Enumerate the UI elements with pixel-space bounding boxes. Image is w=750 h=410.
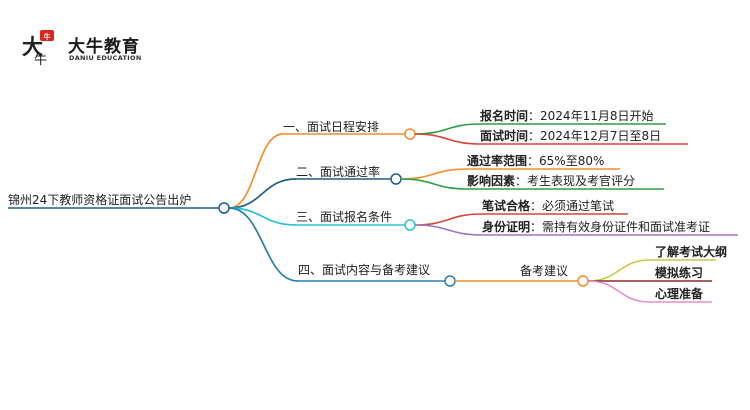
leaf-4-2: 模拟练习 xyxy=(655,266,704,280)
branch-4-label: 四、面试内容与备考建议 xyxy=(298,263,431,277)
leaf-1-2-curve xyxy=(414,133,481,145)
leaf-3-2: 身份证明：需持有效身份证件和面试准考证 xyxy=(482,220,711,234)
root-node xyxy=(218,202,230,214)
root-node-label: 锦州24下教师资格证面试公告出炉 xyxy=(8,193,192,207)
brand-name-en: DANIU EDUCATION xyxy=(69,54,142,62)
branch-1-label: 一、面试日程安排 xyxy=(283,120,380,134)
leaf-1-1-curve xyxy=(414,123,481,135)
leaf-2-1-curve xyxy=(400,168,468,180)
branch-3-node xyxy=(404,219,416,231)
leaf-4-3: 心理准备 xyxy=(655,287,704,301)
leaf-3-1: 笔试合格：必须通过笔试 xyxy=(482,199,615,213)
svg-text:牛: 牛 xyxy=(34,53,47,68)
branch-4-node xyxy=(444,275,456,287)
daniu-logo-icon: 牛 大 牛 xyxy=(22,30,54,68)
branch-2-label: 二、面试通过率 xyxy=(296,165,381,179)
sub-node-label: 备考建议 xyxy=(520,264,569,278)
branch-3-curve xyxy=(228,207,297,226)
leaf-2-2: 影响因素：考生表现及考官评分 xyxy=(467,174,636,188)
branch-2-node xyxy=(390,173,402,185)
leaf-2-1: 通过率范围：65%至80% xyxy=(467,154,605,168)
svg-text:牛: 牛 xyxy=(44,32,51,41)
leaf-4-1: 了解考试大纲 xyxy=(655,245,728,259)
svg-text:大: 大 xyxy=(22,34,43,59)
branch-1-curve xyxy=(228,133,284,209)
leaf-3-2-curve xyxy=(414,224,483,236)
branch-4-curve xyxy=(228,207,299,282)
leaf-4-3-curve xyxy=(587,280,651,303)
branch-1-node xyxy=(404,128,416,140)
brand-logo: 牛 大 牛 大牛教育 DANIU EDUCATION xyxy=(20,28,170,72)
leaf-1-2: 面试时间：2024年12月7日至8日 xyxy=(480,129,662,143)
brand-name: 大牛教育 xyxy=(68,37,140,57)
leaf-1-1: 报名时间：2024年11月8日开始 xyxy=(480,109,654,123)
branch-2-curve xyxy=(228,178,297,209)
branch-3-label: 三、面试报名条件 xyxy=(296,210,393,224)
sub-node xyxy=(577,275,589,287)
leaf-4-1-curve xyxy=(587,259,651,282)
leaf-3-1-curve xyxy=(414,213,483,226)
leaf-2-2-curve xyxy=(400,178,468,190)
